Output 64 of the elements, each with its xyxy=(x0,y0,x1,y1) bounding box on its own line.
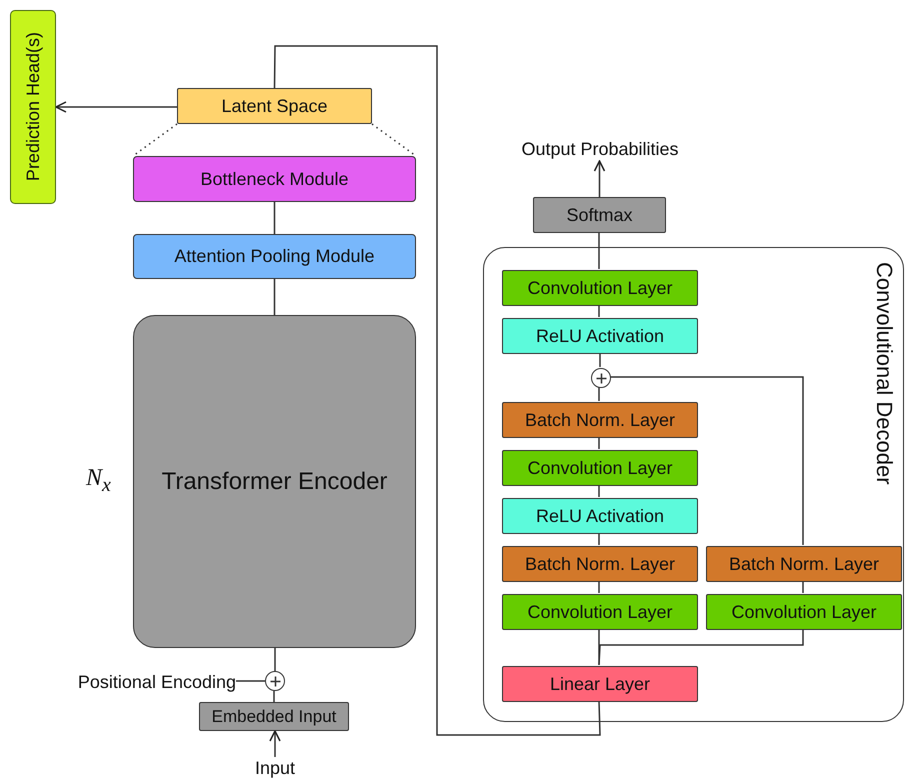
box-label: ReLU Activation xyxy=(536,326,664,346)
connector-line xyxy=(599,353,601,367)
decoder-container xyxy=(483,247,904,722)
box-label: Batch Norm. Layer xyxy=(728,554,880,574)
layer-box xyxy=(502,402,698,438)
connector-line xyxy=(598,387,600,401)
module-box xyxy=(133,156,416,202)
sum-node xyxy=(591,368,611,388)
repeat-count-label: N$_{x}$ xyxy=(86,465,111,497)
layer-box xyxy=(502,594,698,630)
box-label: Batch Norm. Layer xyxy=(524,410,676,430)
box-label: Latent Space xyxy=(221,96,328,116)
connector-line xyxy=(610,376,804,545)
connector-line xyxy=(274,279,276,315)
box-label: Linear Layer xyxy=(550,674,650,694)
connector-line xyxy=(274,45,601,736)
layer-box xyxy=(502,318,698,354)
connector-line xyxy=(236,680,265,682)
box-label: Batch Norm. Layer xyxy=(524,554,676,574)
output-head-box xyxy=(10,10,56,204)
connector-line xyxy=(598,485,600,497)
arrow xyxy=(269,730,281,757)
encoder-box xyxy=(133,315,416,648)
box-label: Transformer Encoder xyxy=(162,468,388,496)
group-title: Convolutional Decoder xyxy=(871,262,897,485)
text-label: Positional Encoding xyxy=(78,672,236,692)
text-label: Output Probabilities xyxy=(521,138,679,160)
connector-line xyxy=(598,437,600,449)
box-label: Convolution Layer xyxy=(527,458,673,478)
sum-node xyxy=(265,671,285,691)
connector-line xyxy=(274,202,276,234)
box-label: Convolution Layer xyxy=(527,602,673,622)
layer-box xyxy=(533,197,666,233)
layer-box xyxy=(706,594,902,630)
box-label: Convolution Layer xyxy=(731,602,877,622)
box-label: Embedded Input xyxy=(212,706,336,726)
connector-line xyxy=(598,629,804,666)
arrow xyxy=(55,101,177,113)
arrow xyxy=(594,160,606,197)
layer-box xyxy=(502,498,698,534)
connector-line xyxy=(598,581,600,593)
layer-box xyxy=(502,666,698,702)
rotated-label: Prediction Head(s) xyxy=(22,32,44,182)
layer-box xyxy=(706,546,902,582)
box-label: Bottleneck Module xyxy=(200,168,349,190)
layer-box xyxy=(502,546,698,582)
layer-box xyxy=(177,88,372,124)
layer-box xyxy=(502,450,698,486)
connector-line xyxy=(802,581,804,593)
dotted-line xyxy=(132,123,178,157)
module-box xyxy=(133,234,416,279)
connector-line xyxy=(273,691,275,702)
box-label: Softmax xyxy=(566,204,633,226)
dotted-line xyxy=(372,123,416,157)
box-label: ReLU Activation xyxy=(536,506,664,526)
layer-box xyxy=(199,702,349,731)
layer-box xyxy=(502,270,698,306)
connector-line xyxy=(598,233,600,269)
connector-line xyxy=(598,305,600,317)
box-label: Convolution Layer xyxy=(527,278,673,298)
connector-line xyxy=(598,533,600,545)
text-label: Input xyxy=(254,758,296,778)
connector-line xyxy=(274,648,276,671)
box-label: Attention Pooling Module xyxy=(174,246,375,267)
